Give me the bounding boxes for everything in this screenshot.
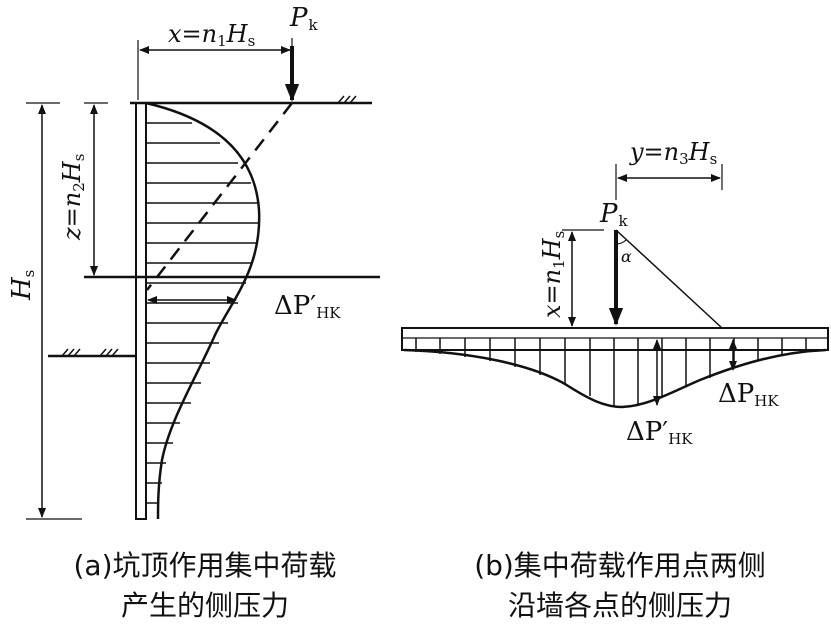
delta-p-prime-label-a: ΔP′HK: [274, 291, 341, 322]
caption-a-line2: 产生的侧压力: [120, 589, 289, 622]
panel-b: Pk y=n3Hs x=n1Hs α ΔPHK ΔP′HK: [401, 138, 829, 448]
ground-hatch-bottom: [61, 348, 119, 357]
delta-p-label-b: ΔPHK: [718, 379, 779, 410]
influence-dashed-line: [146, 102, 293, 291]
caption-b-line2: 沿墙各点的侧压力: [507, 589, 732, 622]
caption-b: (b)集中荷载作用点两侧 沿墙各点的侧压力: [440, 546, 800, 626]
hs-dimension-label: Hs: [7, 270, 38, 301]
retaining-wall: [135, 102, 147, 520]
pressure-hatching-a: [146, 122, 259, 504]
x-dimension-label-a: x=n1Hs: [168, 20, 255, 50]
y-dimension-label: y=n3Hs: [629, 138, 717, 168]
delta-p-prime-label-b: ΔP′HK: [626, 417, 693, 448]
caption-b-line1: (b)集中荷载作用点两侧: [474, 549, 766, 582]
ground-hatch-top: [334, 95, 357, 104]
influence-line-b: [615, 229, 723, 329]
pressure-curve-b: [403, 348, 827, 409]
retaining-wall-b: [401, 327, 829, 351]
load-label-a: Pk: [289, 3, 319, 34]
caption-a: (a)坑顶作用集中荷载 产生的侧压力: [40, 546, 370, 626]
alpha-arc: [615, 239, 627, 245]
load-label-b: Pk: [599, 199, 629, 230]
x-dimension-label-b: x=n1Hs: [538, 231, 568, 318]
pressure-hatching-b: [415, 338, 807, 406]
alpha-label: α: [621, 247, 632, 266]
caption-a-line1: (a)坑顶作用集中荷载: [73, 549, 337, 582]
panel-a: Pk x=n1Hs z=n2Hs Hs ΔP′HK: [7, 3, 380, 520]
z-dimension-label: z=n2Hs: [58, 154, 88, 241]
pressure-curve-a: [145, 101, 261, 520]
